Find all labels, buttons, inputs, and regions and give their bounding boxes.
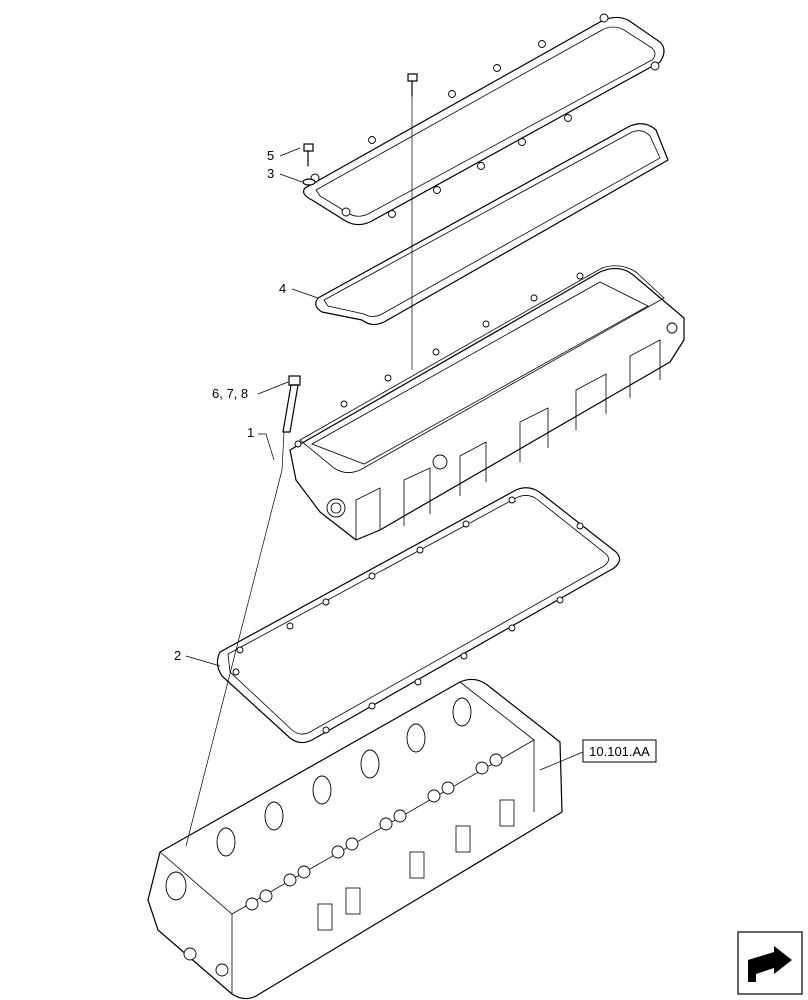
arrow-corner-icon[interactable] [737,931,803,995]
callout-5-label: 5 [267,148,274,163]
callout-2-label: 2 [174,648,181,663]
bolt-6-7-8 [282,375,301,433]
bolt-top [407,73,418,97]
reference-box[interactable]: 10.101.AA [539,739,657,771]
cover-bolt-holes [310,13,660,218]
washer-3 [302,178,316,186]
head-ports [165,697,472,901]
rocker-cover-plate [302,13,665,226]
callout-1: 1 [247,425,275,461]
callout-4-label: 4 [279,281,286,296]
assembly-lines [185,96,413,847]
callout-6-7-8: 6, 7, 8 [212,381,289,401]
housing-bosses [294,272,584,448]
side-pockets [183,799,515,977]
bolt-5 [303,143,314,167]
valve-seats [245,753,503,911]
valve-carrier-housing [289,265,685,541]
cylinder-head [147,678,563,1000]
callout-2: 2 [174,648,221,667]
callout-5: 5 [267,147,301,163]
callout-4: 4 [279,281,319,299]
callout-1-label: 1 [247,425,254,440]
gasket-holes [232,496,584,734]
lower-gasket [216,487,621,744]
callout-6-7-8-label: 6, 7, 8 [212,386,248,401]
reference-label: 10.101.AA [589,744,650,759]
callout-3-label: 3 [267,166,274,181]
callout-3: 3 [267,166,303,183]
cover-gasket [315,123,669,326]
